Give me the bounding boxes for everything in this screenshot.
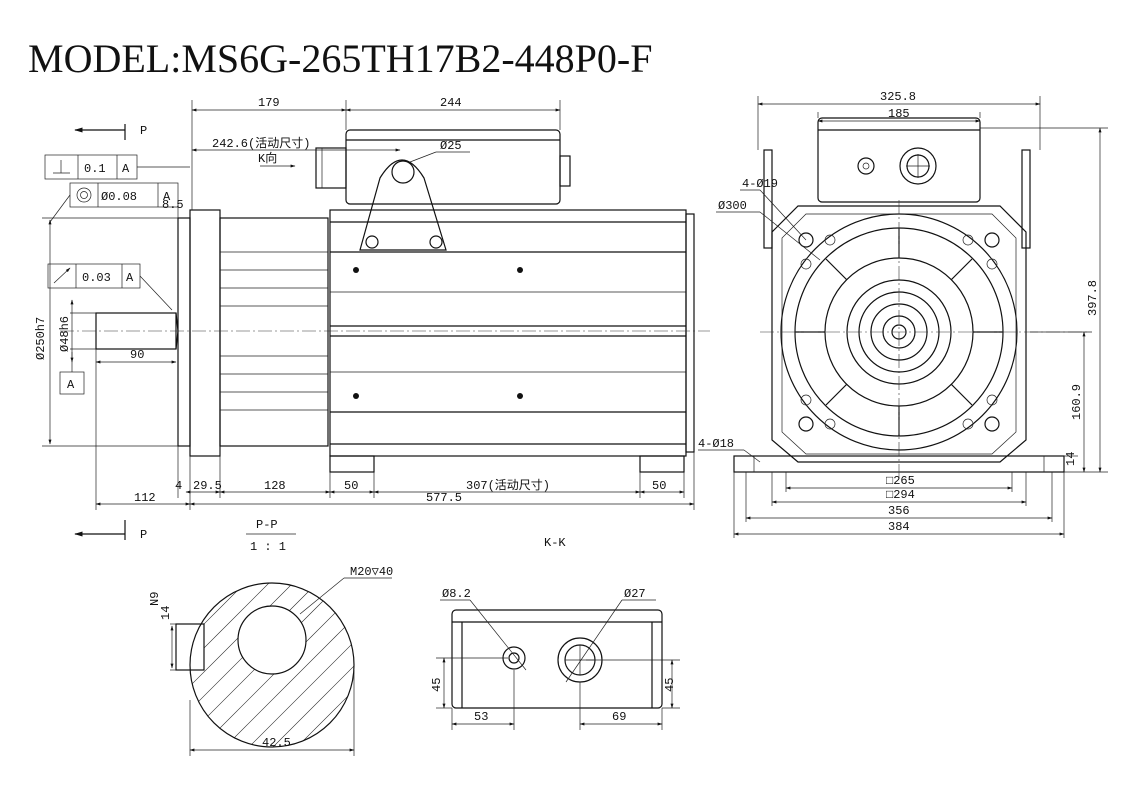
lifting-eye: [359, 159, 447, 251]
perpendicularity-frame: 0.1 A: [44, 154, 190, 180]
svg-text:Ø0.08: Ø0.08: [101, 190, 137, 204]
dim-53: 53: [474, 710, 488, 724]
terminal-box-top: [451, 609, 663, 709]
dim-29-5: 29.5: [193, 479, 222, 493]
dim-112: 112: [134, 491, 156, 505]
runout-icon: [53, 267, 71, 284]
section-pp-label: P-P: [256, 518, 278, 532]
dim-phi48h6: Ø48h6: [58, 316, 72, 352]
svg-text:A: A: [163, 190, 171, 204]
holes-4-phi18: 4-Ø18: [698, 437, 734, 451]
dim-sq265: □265: [886, 474, 915, 488]
svg-text:A: A: [67, 378, 75, 392]
front-housing: [771, 205, 1027, 463]
dim-325-8: 325.8: [880, 90, 916, 104]
dim-50-left: 50: [344, 479, 358, 493]
dim-69: 69: [612, 710, 626, 724]
dim-42-5: 42.5: [262, 736, 291, 750]
svg-text:0.03: 0.03: [82, 271, 111, 285]
shaft-section-circle: [189, 582, 355, 748]
dim-14-front: 14: [1064, 452, 1078, 466]
dim-577-5: 577.5: [426, 491, 462, 505]
dim-185: 185: [888, 107, 910, 121]
dim-phi25: Ø25: [440, 139, 462, 153]
front-view: 325.8 185 4-Ø19 Ø300 397.8 160.9 14 4-Ø1…: [698, 90, 1108, 538]
dim-phi27: Ø27: [624, 587, 646, 601]
dim-397-8: 397.8: [1086, 280, 1100, 316]
view-label-p-top: P: [140, 124, 147, 138]
dim-45-right: 45: [663, 678, 677, 692]
concentricity-frame: Ø0.08 A: [49, 182, 179, 223]
runout-frame: 0.03 A: [47, 263, 173, 311]
side-view: P P 0.1 A Ø0.08 A 0.: [34, 96, 710, 542]
dim-242-6: 242.6(活动尺寸): [212, 136, 310, 151]
section-pp-scale: 1 : 1: [250, 540, 286, 554]
perpendicularity-icon: [53, 160, 70, 174]
flange: [177, 217, 191, 447]
cable-gland: [315, 147, 347, 189]
svg-text:A: A: [122, 162, 130, 176]
thread-m20: M20▽40: [350, 565, 393, 579]
view-k-k: K-K Ø8.2 Ø27 45 45 53 69: [430, 536, 680, 730]
finned-housing: [219, 217, 329, 447]
foot-left: [329, 455, 375, 473]
keyway-n9: N9: [148, 592, 162, 606]
dim-179: 179: [258, 96, 280, 110]
dim-160-9: 160.9: [1070, 384, 1084, 420]
holes-4-phi19: 4-Ø19: [742, 177, 778, 191]
dim-8-5: 8.5: [162, 198, 184, 212]
terminal-box-front: [817, 117, 981, 203]
dim-128: 128: [264, 479, 286, 493]
section-p-p: P-P 1 : 1 M20▽40 14 N9: [148, 518, 393, 756]
dim-50-right: 50: [652, 479, 666, 493]
dim-384: 384: [888, 520, 910, 534]
k-direction-label: K向: [258, 150, 277, 166]
dim-phi300: Ø300: [718, 199, 747, 213]
dim-307: 307(活动尺寸): [466, 478, 550, 493]
dim-356: 356: [888, 504, 910, 518]
svg-text:0.1: 0.1: [84, 162, 106, 176]
svg-text:A: A: [126, 271, 134, 285]
dim-45-left: 45: [430, 678, 444, 692]
dim-14-pp: 14: [159, 606, 173, 620]
dim-phi8-2: Ø8.2: [442, 587, 471, 601]
model-title: MODEL:MS6G-265TH17B2-448P0-F: [28, 36, 652, 81]
dim-90: 90: [130, 348, 144, 362]
dim-phi250h7: Ø250h7: [34, 317, 48, 360]
dim-4: 4: [175, 479, 182, 493]
view-label-p-bottom: P: [140, 528, 147, 542]
cable-gland-front: [899, 147, 937, 185]
dim-sq294: □294: [886, 488, 915, 502]
foot-right: [639, 455, 685, 473]
dim-244: 244: [440, 96, 462, 110]
view-kk-label: K-K: [544, 536, 566, 550]
motor-body: [329, 209, 687, 457]
concentricity-icon: [76, 187, 92, 203]
